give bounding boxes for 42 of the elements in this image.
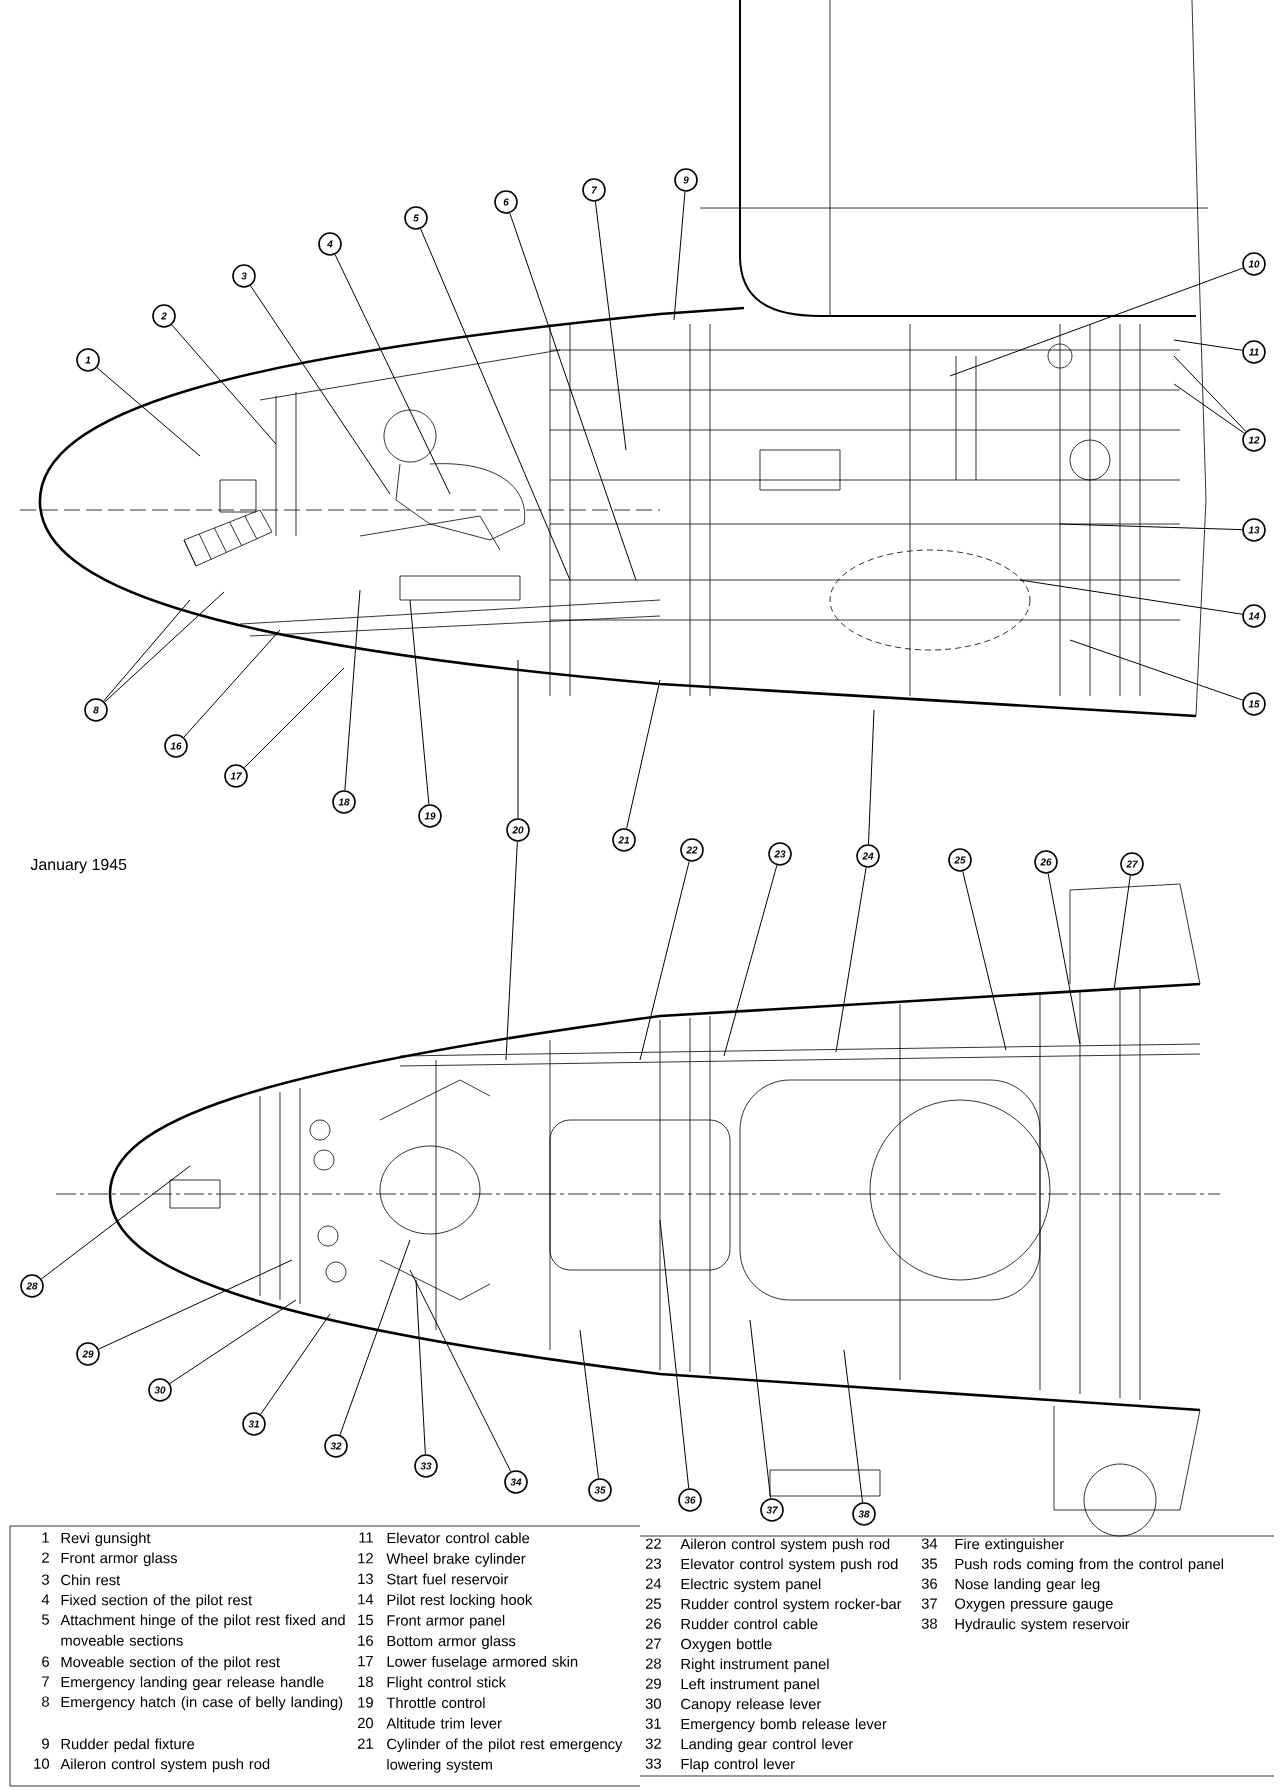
leader-line <box>1047 873 1081 1045</box>
leader-line <box>949 267 1244 377</box>
leader-line <box>517 659 519 819</box>
leader-line <box>579 1329 600 1479</box>
leader-line <box>626 679 661 829</box>
leader-line <box>103 599 191 702</box>
leader-line <box>260 1313 331 1415</box>
leader-line <box>1019 579 1243 615</box>
leader-line <box>843 1349 864 1503</box>
leader-line <box>420 228 571 581</box>
leader-line <box>243 667 345 769</box>
leader-line <box>749 1319 772 1499</box>
leader-line <box>639 860 690 1061</box>
leader-line <box>673 191 686 321</box>
leader-line <box>505 841 518 1061</box>
leader-line <box>98 1259 293 1350</box>
leader-line <box>1173 355 1247 432</box>
leader-line <box>415 1279 426 1455</box>
leader-line <box>334 254 451 495</box>
leader-line <box>250 285 391 495</box>
leader-line <box>1069 639 1244 701</box>
leader-line <box>1173 339 1243 351</box>
leader-line <box>659 1219 690 1489</box>
leader-line <box>1113 875 1131 991</box>
leader-line <box>409 599 430 805</box>
leader-line <box>344 589 361 791</box>
leader-line <box>96 367 201 457</box>
leader-line <box>1059 523 1243 531</box>
leader-line <box>594 201 627 451</box>
leader-line <box>183 629 281 738</box>
leader-line <box>409 1269 512 1472</box>
leader-line <box>835 867 867 1053</box>
leader-line <box>1173 383 1245 434</box>
leader-line <box>509 212 637 581</box>
leader-line <box>104 591 225 703</box>
leader-line <box>868 709 875 845</box>
leader-line <box>40 1165 191 1280</box>
leader-line <box>339 1239 411 1436</box>
leader-line <box>962 871 1007 1051</box>
leader-line <box>723 864 778 1057</box>
leader-line <box>171 324 277 445</box>
leader-line <box>169 1299 297 1384</box>
